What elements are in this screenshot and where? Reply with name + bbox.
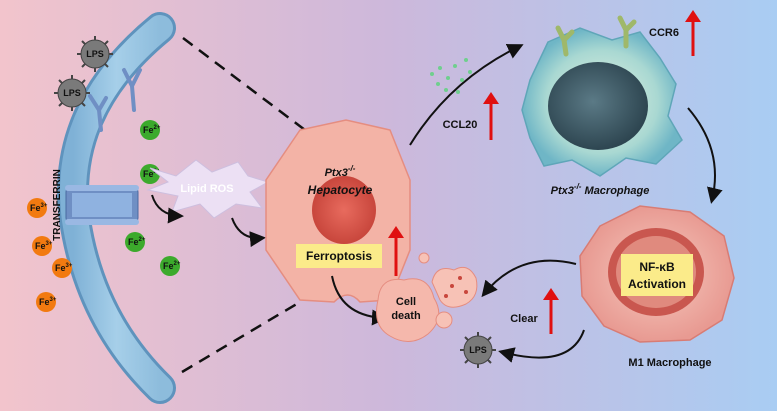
clear-up-arrow-icon	[543, 288, 559, 334]
ptx3-macrophage-cell	[521, 27, 683, 177]
ccr6-label: CCR6	[649, 27, 679, 39]
zoom-line-top	[182, 37, 306, 131]
transferrin-label: TRANSFERRIN	[52, 169, 63, 241]
dying-cell-fragments	[376, 252, 478, 342]
nfkb-activation-label: Activation	[628, 277, 686, 291]
ferroptosis-up-arrow-icon	[388, 226, 404, 276]
m1-macrophage-label: M1 Macrophage	[628, 357, 711, 369]
svg-text:Fe3+: Fe3+	[30, 203, 48, 213]
arrow-hepatocyte-to-macrophage	[409, 44, 524, 146]
ccl20-up-arrow-icon	[483, 92, 499, 140]
ccr6-up-arrow-icon	[685, 10, 701, 56]
ferroptosis-label: Ferroptosis	[306, 249, 372, 263]
svg-text:Fe3+: Fe3+	[55, 263, 73, 273]
macrophage-label: Ptx3-/- Macrophage	[551, 182, 650, 197]
lps-label-1: LPS	[86, 49, 104, 59]
hepatocyte-cell	[265, 119, 411, 303]
ccl20-label: CCL20	[443, 119, 478, 131]
svg-text:Fe3+: Fe3+	[35, 241, 53, 251]
fe3-ion-4: Fe3+	[36, 292, 57, 312]
lps-molecule-2: LPS	[54, 75, 90, 111]
arrow-fe-to-ros	[151, 194, 184, 224]
svg-text:Fe3+: Fe3+	[39, 297, 57, 307]
nfkb-label: NF-κB	[639, 260, 675, 274]
lipid-ros-label: Lipid ROS	[180, 183, 233, 195]
lps-molecule-1: LPS	[77, 36, 113, 72]
fe3-ion-3: Fe3+	[52, 258, 73, 278]
svg-text:Fe2+: Fe2+	[143, 125, 161, 135]
fe2-ion-4: Fe2+	[160, 256, 181, 276]
fe3-ion-2: Fe3+	[32, 236, 53, 256]
arrow-hepatocyte-to-cell-death	[331, 275, 388, 326]
ccr6-receptor-icon	[555, 15, 637, 57]
hepatocyte-gene-label: Ptx3-/-	[325, 164, 356, 179]
lps-label-2: LPS	[63, 88, 81, 98]
arrow-m1-to-lps	[498, 329, 585, 363]
lps-label-3: LPS	[469, 345, 487, 355]
arrow-ros-to-hepatocyte	[231, 217, 266, 248]
cell-death-label-line1: Cell	[396, 296, 416, 308]
hepatocyte-cell-label: Hepatocyte	[308, 183, 373, 197]
lps-receptor-icon	[88, 68, 142, 132]
svg-text:Fe2+: Fe2+	[128, 237, 146, 247]
clear-label: Clear	[510, 313, 538, 325]
lps-molecule-3: LPS	[460, 332, 496, 368]
svg-text:Fe2+: Fe2+	[163, 261, 181, 271]
ferroptosis-box	[296, 244, 382, 268]
fe2-ion-1: Fe2+	[140, 120, 161, 140]
lipid-ros-icon: Lipid ROS	[146, 159, 270, 219]
fe3-ion-1: Fe3+	[27, 198, 48, 218]
ccl20-dots	[430, 58, 472, 94]
cell-death-label-line2: death	[391, 310, 421, 322]
arrow-macrophage-to-m1	[687, 107, 723, 204]
arrow-m1-to-cell-death	[481, 259, 577, 298]
nfkb-box	[621, 254, 693, 296]
transferrin-receptor-icon	[65, 185, 139, 225]
fe2-ion-3: Fe2+	[125, 232, 146, 252]
zoom-line-bottom	[181, 300, 301, 374]
